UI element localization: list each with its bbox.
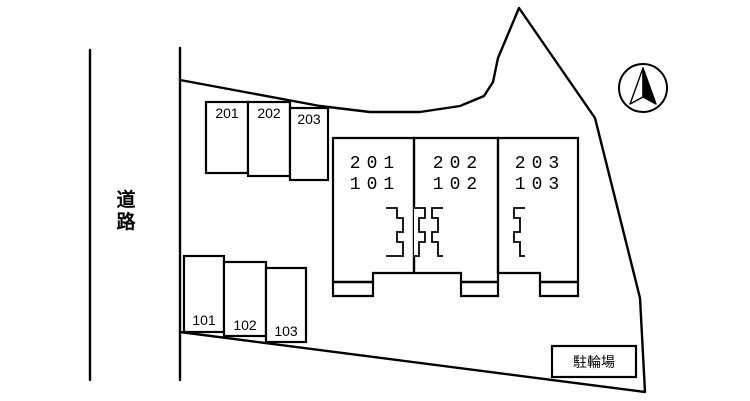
parking-stall-101 <box>182 254 226 334</box>
bicycle-parking-box <box>550 344 638 379</box>
unit-label-201: 201 <box>350 154 400 174</box>
north-arrow-icon <box>618 63 668 113</box>
parking-label-202: 202 <box>257 105 281 121</box>
unit-label-102: 102 <box>433 175 483 195</box>
parking-stall-201 <box>204 100 250 175</box>
parking-stall-103 <box>264 266 308 344</box>
parking-label-102: 102 <box>233 317 257 333</box>
parking-stall-202 <box>246 100 292 178</box>
unit-label-203: 203 <box>515 154 565 174</box>
stair-unit-1 <box>386 207 404 257</box>
unit-label-202: 202 <box>433 154 483 174</box>
parking-label-201: 201 <box>215 105 239 121</box>
parking-stall-203 <box>288 106 330 182</box>
bicycle-parking-label: 駐輪場 <box>573 354 615 371</box>
road-label-2: 路 <box>116 210 136 233</box>
stair-unit-2-left <box>414 207 426 257</box>
parking-group-bottom: 101 102 103 <box>182 254 308 344</box>
parking-stall-102 <box>222 260 268 338</box>
parking-label-203: 203 <box>297 111 321 127</box>
stair-unit-3 <box>513 207 525 257</box>
unit-label-101: 101 <box>350 175 400 195</box>
parking-label-101: 101 <box>192 312 216 328</box>
parking-group-top: 201 202 203 <box>204 100 330 182</box>
road-label-1: 道 <box>116 188 135 211</box>
unit-label-103: 103 <box>515 175 565 195</box>
parking-label-103: 103 <box>274 323 298 339</box>
stair-unit-2-right <box>431 207 443 257</box>
